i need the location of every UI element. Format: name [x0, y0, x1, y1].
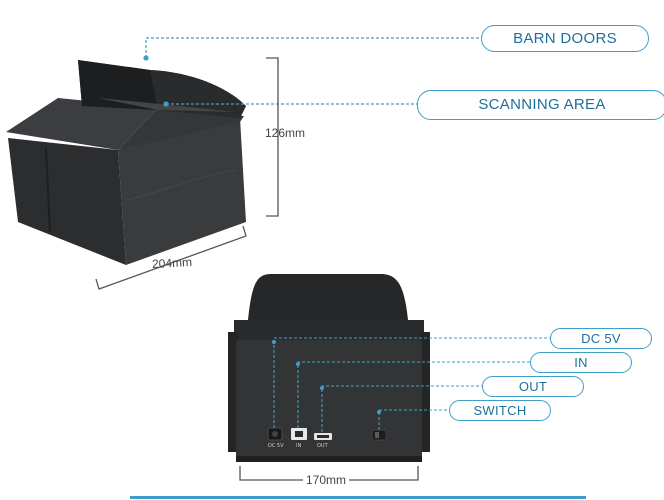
- bottom-accent-rule: [130, 496, 586, 499]
- switch-leader: [378, 409, 450, 430]
- body-front-face: [8, 138, 126, 265]
- switch-callout: SWITCH: [449, 400, 551, 421]
- dc-5v-label: DC 5V: [581, 331, 621, 346]
- in-port-label: IN: [296, 443, 302, 449]
- rear-panel: [236, 340, 422, 460]
- device-angled-view: [6, 37, 482, 290]
- out-label: OUT: [518, 379, 548, 394]
- depth-dimension-line: [95, 225, 247, 290]
- height-dimension-label: 126mm: [265, 126, 306, 140]
- device-rear-view: [130, 274, 586, 499]
- rear-hood: [248, 274, 408, 320]
- in-label: IN: [574, 355, 588, 370]
- barn-doors-label: BARN DOORS: [513, 30, 617, 47]
- out-callout: OUT: [482, 376, 584, 397]
- out-port-label: OUT: [317, 443, 328, 449]
- dc-port-label: DC 5V: [268, 443, 284, 449]
- barn-doors-callout: BARN DOORS: [481, 25, 649, 52]
- switch-label: SWITCH: [473, 403, 527, 418]
- height-dimension-line: [266, 57, 279, 217]
- dc-5v-callout: DC 5V: [550, 328, 652, 349]
- body-top-deck: [6, 98, 158, 150]
- width-dimension-label: 170mm: [303, 473, 350, 487]
- out-leader: [321, 385, 483, 432]
- in-leader: [297, 361, 531, 428]
- scanning-area-label: SCANNING AREA: [478, 96, 606, 113]
- barn-doors-leader: [145, 37, 482, 58]
- body-top-right: [118, 108, 244, 150]
- in-callout: IN: [530, 352, 632, 373]
- dc-5v-leader: [273, 337, 551, 428]
- scanning-area-callout: SCANNING AREA: [417, 90, 664, 120]
- body-right-side: [118, 118, 246, 265]
